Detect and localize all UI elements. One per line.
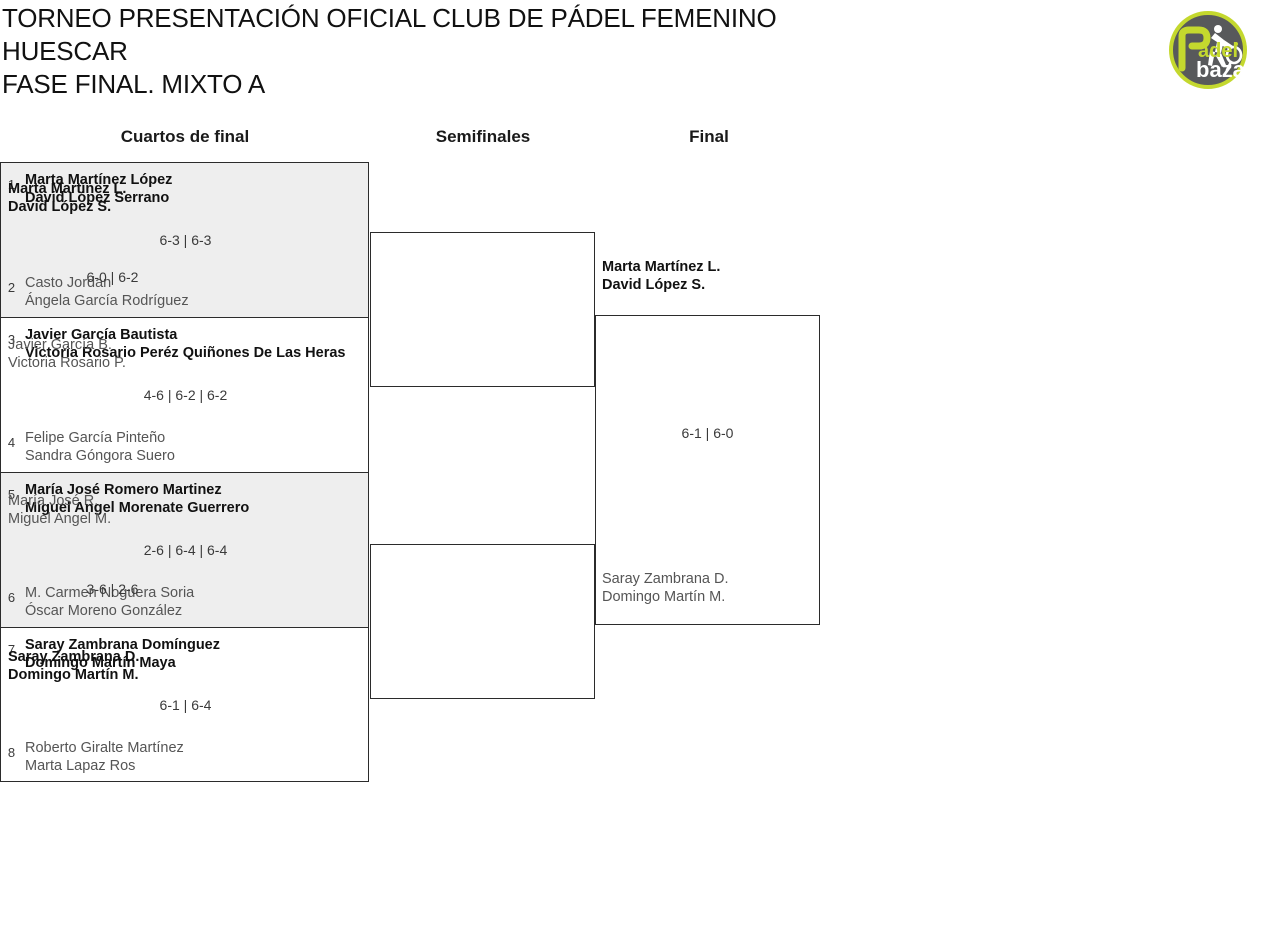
match-score: 6-1 | 6-0 [681, 425, 734, 441]
match-score: 6-1 | 6-4 [159, 697, 212, 713]
team-entry: Roberto Giralte Martínez Marta Lapaz Ros [25, 739, 362, 775]
seed-number: 3 [7, 332, 16, 347]
match-final[interactable] [595, 315, 820, 625]
team-entry: María José R. Miguel Angel M. [8, 492, 1276, 528]
match-qf-1[interactable]: 1 Marta Martínez López David López Serra… [0, 162, 369, 317]
match-score: 6-0 | 6-2 [86, 269, 139, 285]
player-name: David López S. [602, 277, 706, 293]
match-score: 2-6 | 6-4 | 6-4 [143, 542, 228, 558]
match-sf-2[interactable] [370, 544, 595, 699]
team-entry: Saray Zambrana Domínguez Domingo Martín … [25, 636, 362, 672]
team-entry: Javier García B. Victoria Rosario P. [8, 336, 1276, 372]
team-entry: Casto Jordan Ángela García Rodríguez [25, 274, 362, 310]
player-name: David López Serrano [25, 190, 170, 206]
player-name: Marta Martínez López [25, 172, 173, 188]
seed-number: 4 [7, 435, 16, 450]
player-name: Roberto Giralte Martínez [25, 740, 184, 756]
svg-text:baza: baza [1196, 57, 1246, 82]
match-score: 4-6 | 6-2 | 6-2 [143, 387, 228, 403]
seed-number: 1 [7, 177, 16, 192]
player-name: María José R. [8, 493, 99, 509]
round-header-semifinals: Semifinales [435, 127, 531, 146]
player-name: Felipe García Pinteño [25, 430, 166, 446]
player-name: Ángela García Rodríguez [25, 293, 189, 309]
tournament-title-line-2: HUESCAR [2, 36, 128, 66]
player-name: Casto Jordan [25, 275, 112, 291]
team-entry: Saray Zambrana D. Domingo Martín M. [602, 570, 832, 606]
match-score: 3-6 | 2-6 [86, 581, 139, 597]
team-entry: M. Carmen Noguera Soria Óscar Moreno Gon… [25, 584, 362, 620]
team-entry: Marta Martínez L. David López S. [8, 180, 1276, 216]
tournament-header: TORNEO PRESENTACIÓN OFICIAL CLUB DE PÁDE… [0, 0, 1182, 101]
player-name: Victoria Rosario Peréz Quiñones De Las H… [25, 345, 346, 361]
player-name: Domingo Martín Maya [25, 655, 176, 671]
player-name: Miguel Angel Morenate Guerrero [25, 500, 250, 516]
round-header-quarterfinals: Cuartos de final [120, 127, 250, 146]
player-name: Marta Lapaz Ros [25, 758, 136, 774]
round-header-final: Final [689, 127, 729, 146]
team-entry: Felipe García Pinteño Sandra Góngora Sue… [25, 429, 362, 465]
player-name: David López S. [8, 199, 112, 215]
player-name: Saray Zambrana Domínguez [25, 637, 220, 653]
team-entry: Marta Martínez López David López Serrano [25, 171, 362, 207]
player-name: Marta Martínez L. [602, 259, 721, 275]
tournament-title-line-3: FASE FINAL. MIXTO A [2, 69, 266, 99]
team-entry: María José Romero Martinez Miguel Angel … [25, 481, 362, 517]
svg-text:adel: adel [1198, 40, 1238, 62]
tournament-title-line-1: TORNEO PRESENTACIÓN OFICIAL CLUB DE PÁDE… [2, 3, 777, 33]
player-name: Saray Zambrana D. [602, 571, 729, 587]
player-name: Domingo Martín M. [602, 589, 726, 605]
player-name: Domingo Martín M. [8, 667, 139, 683]
match-sf-1[interactable] [370, 232, 595, 387]
player-name: Marta Martínez L. [8, 181, 127, 197]
padel-baza-logo-icon: adel baza [1168, 10, 1248, 90]
seed-number: 2 [7, 280, 16, 295]
player-name: M. Carmen Noguera Soria [25, 585, 195, 601]
seed-number: 5 [7, 487, 16, 502]
player-name: Victoria Rosario P. [8, 355, 126, 371]
seed-number: 7 [7, 642, 16, 657]
team-entry: Marta Martínez L. David López S. [602, 258, 832, 294]
match-qf-2[interactable]: 3 Javier García Bautista Victoria Rosari… [0, 317, 369, 472]
seed-number: 6 [7, 590, 16, 605]
seed-number: 8 [7, 745, 16, 760]
player-name: Miguel Angel M. [8, 511, 112, 527]
player-name: Javier García B. [8, 337, 112, 353]
player-name: María José Romero Martinez [25, 482, 222, 498]
player-name: Javier García Bautista [25, 327, 178, 343]
match-score: 6-3 | 6-3 [159, 232, 212, 248]
match-qf-3[interactable]: 5 María José Romero Martinez Miguel Ange… [0, 472, 369, 627]
player-name: Sandra Góngora Suero [25, 448, 175, 464]
team-entry: Javier García Bautista Victoria Rosario … [25, 326, 362, 362]
match-qf-4[interactable]: 7 Saray Zambrana Domínguez Domingo Martí… [0, 627, 369, 782]
player-name: Óscar Moreno González [25, 603, 183, 619]
team-entry: Saray Zambrana D. Domingo Martín M. [8, 648, 1276, 684]
player-name: Saray Zambrana D. [8, 649, 140, 665]
